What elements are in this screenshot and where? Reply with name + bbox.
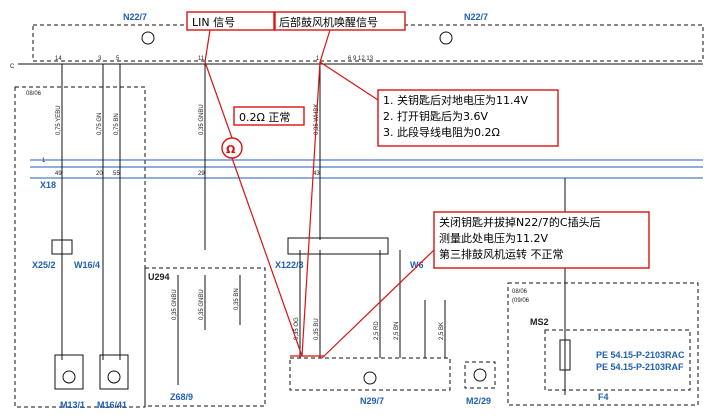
wire-bk: 2,5 BK [439, 322, 445, 340]
m13-label: M13/1 [60, 400, 85, 410]
note1-line1: 1. 关钥匙后对地电压为11.4V [383, 93, 528, 107]
f4-label: F4 [598, 392, 609, 402]
wake-signal-text: 后部鼓风机唤醒信号 [279, 15, 378, 29]
wire-rd: 2,5 RD [374, 321, 380, 340]
x122-label: X122/3 [275, 260, 304, 270]
svg-text:1: 1 [316, 56, 320, 62]
wire-bn: 0,75 BN [114, 113, 120, 135]
m13-motor-box [54, 354, 84, 390]
svg-text:43: 43 [313, 171, 320, 177]
svg-text:0,35 GNBU: 0,35 GNBU [199, 289, 205, 320]
wire-bu: 0,35 BU [314, 318, 320, 340]
svg-text:11: 11 [198, 56, 205, 62]
note1-box [377, 89, 559, 147]
wire-yebu: 0,75 YEBU [56, 105, 62, 135]
wire-gnbu: 0,35 GNBU [199, 104, 205, 135]
module-symbol-right [439, 31, 453, 45]
fuse-box [544, 329, 691, 391]
n22-right-label: N22/7 [464, 12, 488, 22]
svg-text:29: 29 [198, 171, 205, 177]
svg-text:49: 49 [55, 171, 62, 177]
date-right-2: (09/06 [512, 298, 530, 304]
m16-motor-box [99, 354, 129, 390]
w6-label: W6 [410, 260, 424, 270]
m2-box [464, 361, 496, 389]
date-right: 08/06 [512, 289, 528, 295]
resistance-box [233, 106, 305, 126]
resistance-text: 0.2Ω 正常 [239, 111, 290, 124]
wire-bn25: 2,5 BN [394, 322, 400, 340]
n22-module-box [32, 24, 704, 62]
row1-label: 1 [42, 158, 46, 164]
wire-og: 0,35 OG [294, 317, 300, 340]
svg-text:20: 20 [96, 171, 103, 177]
w16-label: W16/4 [74, 260, 100, 270]
c-row-label: C [10, 64, 15, 70]
lin-signal-text: LIN 信号 [192, 16, 235, 29]
x18-label: X18 [40, 180, 56, 190]
left-module-box [14, 86, 146, 408]
lin-signal-box [186, 11, 275, 31]
m16-label: M16/41 [97, 400, 127, 410]
svg-text:3: 3 [98, 56, 102, 62]
svg-text:6 9 12 13: 6 9 12 13 [348, 56, 374, 62]
f4-box [507, 282, 699, 406]
note2-line1: 关闭钥匙并拔掉N22/7的C插头后 [439, 215, 601, 229]
pe-ref-1: PE 54.15-P-2103RAC [596, 350, 685, 360]
note2-line2: 测量此处电压为11.2V [439, 232, 548, 245]
svg-text:0,35 GNBU: 0,35 GNBU [172, 289, 178, 320]
ohm-symbol: Ω [226, 143, 236, 156]
wake-signal-box [274, 11, 406, 31]
note2-box [433, 211, 650, 269]
u294-box [144, 267, 266, 407]
svg-text:0,35 BN: 0,35 BN [234, 288, 240, 310]
m2-label: M2/29 [466, 396, 491, 406]
n29-label: N29/7 [360, 396, 384, 406]
svg-text:55: 55 [113, 171, 120, 177]
module-symbol-left [141, 31, 155, 45]
wire-gn: 0,75 GN [97, 113, 103, 135]
note2-line3: 第三排鼓风机运转 不正常 [439, 247, 564, 261]
u294-label: U294 [148, 272, 170, 282]
ms2-label: MS2 [530, 317, 549, 327]
n29-module-box [289, 357, 451, 391]
svg-text:5: 5 [116, 56, 120, 62]
note1-line3: 3. 此段导线电阻为0.2Ω [383, 125, 500, 139]
note1-line2: 2. 打开钥匙后为3.6V [383, 109, 488, 123]
x25-label: X25/2 [32, 260, 56, 270]
pe-ref-2: PE 54.15-P-2103RAF [596, 362, 684, 372]
svg-text:14: 14 [55, 56, 62, 62]
date-left: 08/06 [26, 91, 42, 97]
n22-left-label: N22/7 [123, 12, 147, 22]
z68-label: Z68/9 [170, 392, 193, 402]
